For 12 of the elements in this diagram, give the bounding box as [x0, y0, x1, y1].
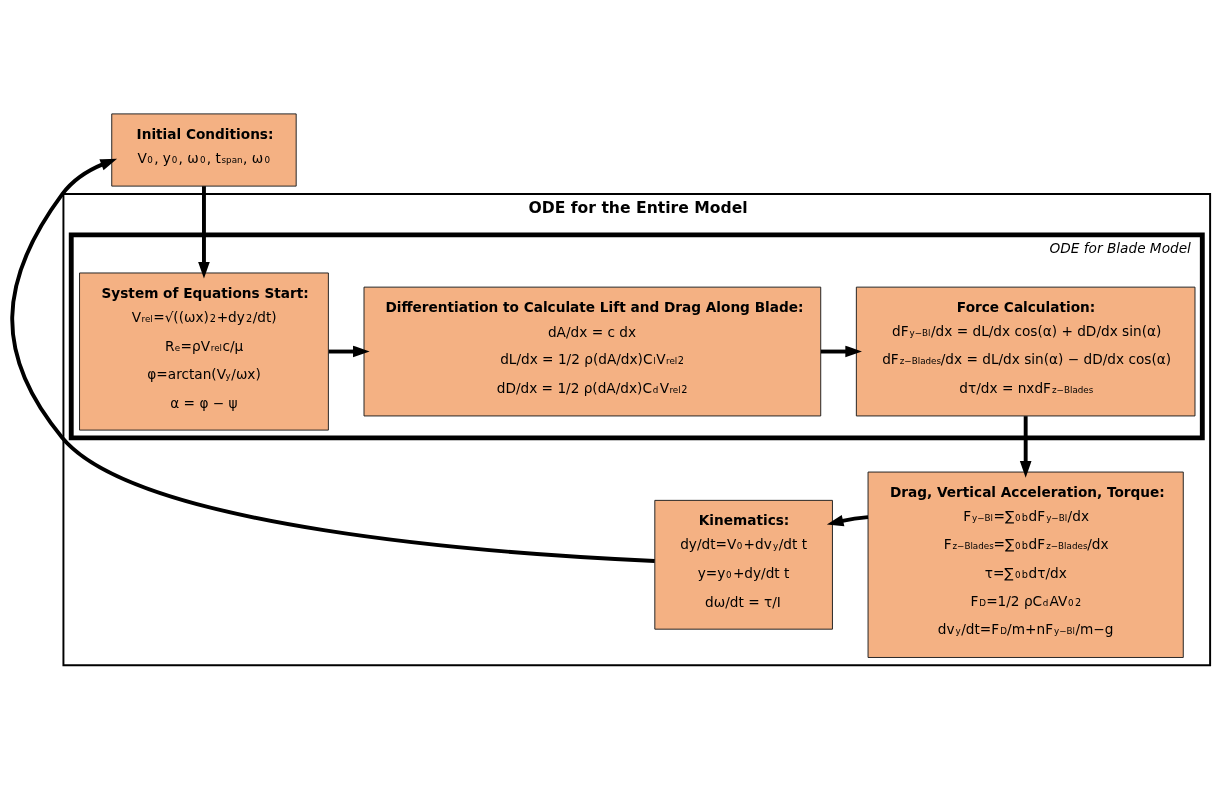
arrow [820, 345, 862, 357]
node-box: Force Calculation: dFy−Bl/dx = dL/dx cos(α) + dD/dx sin(α) dFz−Blades/dx = dL/dx sin(α) − dD/dx cos(α) dτ/dx = nxdFz−Blades [855, 286, 1196, 416]
node-box: System of Equations Start: Vrel=√((ωx)2+dy2/dt) Re=ρVrelc/μ φ=arctan(Vy/ωx) α = φ − ψ [79, 272, 329, 431]
arrow [328, 345, 370, 357]
arrow [826, 514, 869, 526]
arrow [10, 158, 655, 563]
node-box: Differentiation to Calculate Lift and Drag Along Blade: dA/dx = c dx dL/dx = 1/2 ρ(dA/dx)ClVrel2 dD/dx = 1/2 ρ(dA/dx)CdVrel2 [363, 286, 822, 416]
node-box: Drag, Vertical Acceleration, Torque: Fy−Bl=∑0bdFy−Bl/dx Fz−Blades=∑0bdFz−Blades/dx τ=∑0bdτ/dx FD=1/2 ρCdAV02 dvy/dt=FD/m+nFy−Bl/m−g [867, 471, 1184, 658]
node-box: Initial Conditions: V0, y0, ω0, tspan, ω0 [111, 112, 297, 187]
arrow [198, 185, 210, 279]
arrow [1019, 415, 1032, 478]
node-box: Kinematics: dy/dt=V0+dvy/dt t y=y0+dy/dt t dω/dt = τ/I [654, 499, 833, 630]
